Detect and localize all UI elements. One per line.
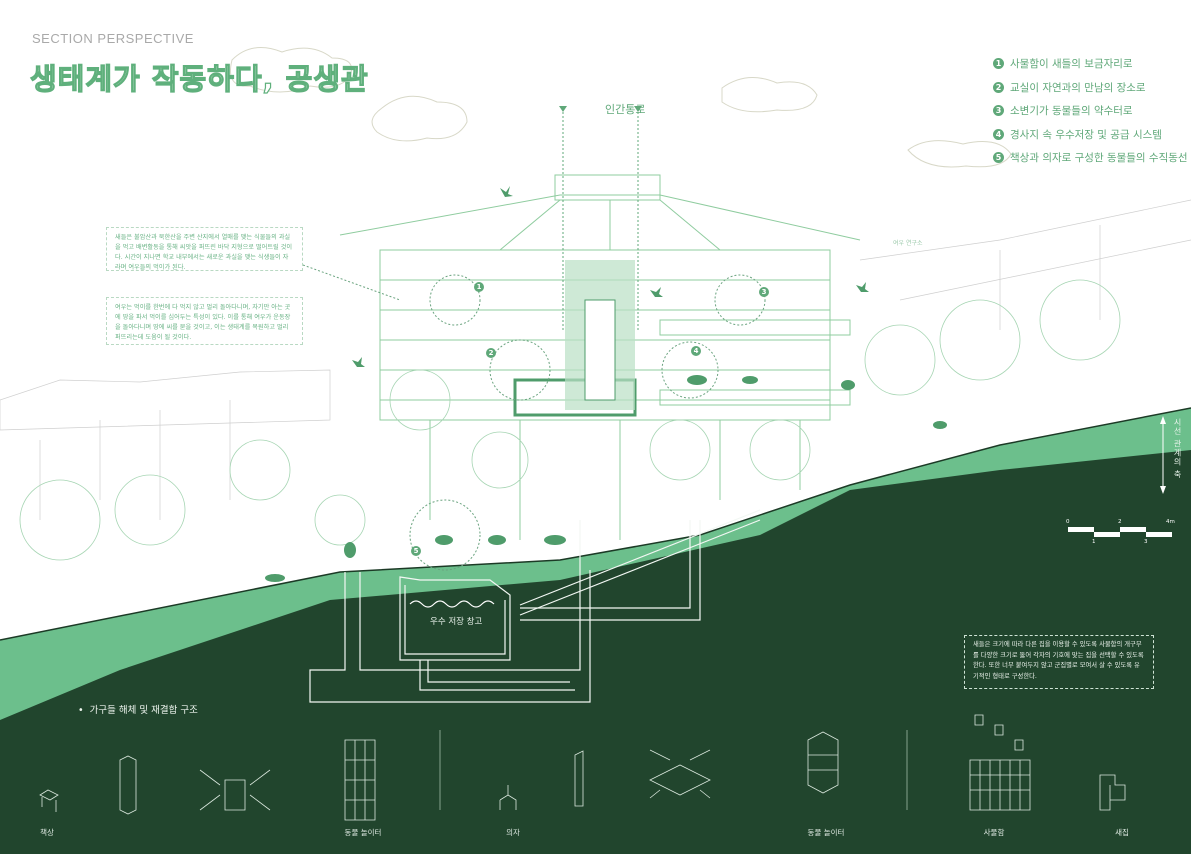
section-subtitle: SECTION PERSPECTIVE [32, 31, 194, 46]
legend-list: 1 사물함이 새들의 보금자리로 2 교실이 자연과의 만남의 장소로 3 소변기가 … [993, 52, 1188, 170]
clouds [230, 47, 1012, 168]
legend-label: 경사지 속 우수저장 및 공급 시스템 [1010, 128, 1162, 141]
fox-lab-label: 여우 연구소 [893, 240, 923, 247]
legend-item: 4 경사지 속 우수저장 및 공급 시스템 [993, 123, 1188, 147]
legend-item: 3 소변기가 동물들의 약수터로 [993, 99, 1188, 123]
scale-tick: 4m [1166, 519, 1175, 525]
page-title: 생태계가 작동하다, 공생관 [29, 61, 369, 96]
legend-label: 교실이 자연과의 만남의 장소로 [1010, 81, 1146, 94]
marker-2: 2 [486, 348, 496, 358]
label-desk: 책상 [40, 828, 54, 837]
label-locker: 사물함 [983, 828, 1005, 837]
marker-4: 4 [691, 346, 701, 356]
rainwater-tank-label: 우수 저장 창고 [430, 617, 483, 627]
legend-item: 1 사물함이 새들의 보금자리로 [993, 52, 1188, 76]
furniture-heading-text: 가구들 해체 및 재결합 구조 [89, 705, 198, 716]
fox-note: 여우는 먹이를 한번에 다 먹지 않고 멀리 돌아다니며, 자기만 아는 곳에 … [106, 297, 303, 345]
marker-3: 3 [759, 287, 769, 297]
legend-label: 책상과 의자로 구성한 동물들의 수직동선 [1010, 152, 1188, 165]
label-birdhouse: 새집 [1115, 828, 1129, 837]
number-badge: 3 [993, 105, 1004, 117]
legend-item: 2 교실이 자연과의 만남의 장소로 [993, 76, 1188, 100]
legend-item: 5 책상과 의자로 구성한 동물들의 수직동선 [993, 146, 1188, 170]
birdhouse-note: 새들은 크기에 따라 다른 집을 이용할 수 있도록 사물함의 개구부를 다양한… [964, 635, 1154, 689]
label-animal-playground: 동물 놀이터 [344, 828, 382, 837]
scale-tick: 2 [1118, 519, 1122, 525]
marker-5: 5 [411, 546, 421, 556]
scale-tick: 0 [1066, 519, 1070, 525]
furniture-heading: • 가구들 해체 및 재결합 구조 [78, 705, 198, 716]
desk-sketch [39, 789, 59, 812]
birds-note: 새들은 불암산과 북한산을 주변 산지에서 열매를 맺는 식물들의 과실을 먹고… [106, 227, 303, 271]
human-route-label: 인간통로 [605, 103, 646, 116]
label-chair: 의자 [506, 828, 520, 837]
legend-label: 소변기가 동물들의 약수터로 [1010, 105, 1133, 118]
number-badge: 5 [993, 152, 1004, 164]
scale-tick: 1 [1092, 539, 1096, 545]
scale-tick: 3 [1144, 539, 1148, 545]
label-animal-playground-2: 동물 놀이터 [807, 828, 845, 837]
number-badge: 2 [993, 81, 1004, 93]
number-badge: 4 [993, 128, 1004, 140]
sightline-label: 시선 관계의 축 [1173, 418, 1182, 480]
marker-1: 1 [474, 282, 484, 292]
number-badge: 1 [993, 58, 1004, 70]
legend-label: 사물함이 새들의 보금자리로 [1010, 58, 1133, 71]
